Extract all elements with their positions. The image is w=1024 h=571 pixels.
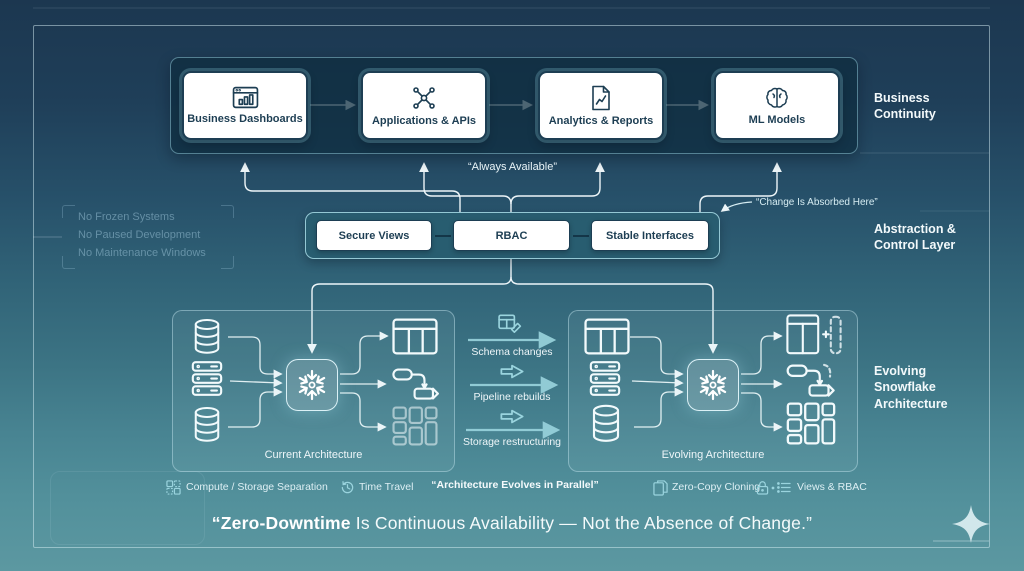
- zero-copy-icon: [653, 480, 668, 496]
- chip-rbac: RBAC: [453, 220, 570, 251]
- node-business-dashboards: Business Dashboards: [182, 71, 308, 140]
- chip-connector: [434, 234, 451, 237]
- node-label: Applications & APIs: [371, 114, 477, 127]
- bracket-corner: [221, 256, 234, 269]
- section-label-evolving-architecture: Evolving Snowflake Architecture: [874, 364, 948, 411]
- database-icon: [592, 404, 620, 442]
- network-icon: [413, 86, 435, 109]
- transition-label: Storage restructuring: [462, 436, 562, 448]
- pipeline-icon: [392, 368, 439, 400]
- evolving-architecture-label: Evolving Architecture: [661, 449, 765, 461]
- brain-icon: [766, 87, 788, 108]
- feature-label: Time Travel: [359, 481, 414, 493]
- transition-label: Pipeline rebuilds: [473, 391, 551, 403]
- parallel-caption: “Architecture Evolves in Parallel”: [431, 479, 599, 491]
- node-applications-apis: Applications & APIs: [361, 71, 487, 140]
- feature-label: Zero-Copy Cloning: [672, 481, 761, 493]
- always-available-caption: “Always Available”: [467, 161, 558, 173]
- lock-icon: [756, 481, 769, 495]
- compute-storage-icon: [166, 480, 181, 495]
- node-label: Analytics & Reports: [548, 114, 654, 127]
- constraint-item: No Maintenance Windows: [78, 246, 206, 259]
- snowflake-node-current: [286, 359, 338, 411]
- table-add-column-icon: [786, 314, 842, 355]
- control-layer-band: Secure Views RBAC Stable Interfaces: [305, 212, 720, 259]
- table-icon: [392, 318, 438, 355]
- outer-frame: [33, 25, 990, 548]
- snowflake-icon: [298, 369, 326, 401]
- database-icon: [194, 407, 220, 442]
- constraints-panel: No Frozen Systems No Paused Development …: [62, 205, 234, 269]
- node-label: ML Models: [748, 113, 806, 126]
- snowflake-node-evolving: [687, 359, 739, 411]
- constraint-item: No Paused Development: [78, 228, 201, 241]
- database-icon: [194, 319, 220, 354]
- node-ml-models: ML Models: [714, 71, 840, 140]
- current-architecture-label: Current Architecture: [264, 449, 363, 461]
- report-icon: [592, 85, 610, 110]
- fast-forward-icon: [500, 409, 524, 424]
- node-analytics-reports: Analytics & Reports: [538, 71, 664, 140]
- dot-separator-icon: [771, 486, 775, 490]
- section-label-business-continuity: Business Continuity: [874, 91, 936, 122]
- bracket-corner: [221, 205, 234, 218]
- dashboard-icon: [232, 86, 258, 109]
- sparkle-icon: [952, 505, 990, 543]
- bottom-quote: “Zero-Downtime Is Continuous Availabilit…: [100, 513, 924, 534]
- change-absorbed-annotation: “Change Is Absorbed Here”: [756, 197, 878, 208]
- table-icon: [584, 318, 630, 355]
- list-icon: [777, 482, 791, 493]
- bracket-corner: [62, 205, 75, 218]
- feature-label: Compute / Storage Separation: [186, 481, 328, 493]
- time-travel-icon: [341, 481, 354, 494]
- feature-label: Views & RBAC: [797, 481, 867, 493]
- node-label: Business Dashboards: [187, 113, 303, 125]
- ghost-rect: [50, 471, 205, 545]
- bracket-corner: [62, 256, 75, 269]
- pipeline-rebuild-icon: [786, 363, 835, 397]
- server-icon: [589, 361, 621, 396]
- quote-emphasis: “Zero-Downtime: [211, 513, 351, 533]
- chip-stable-interfaces: Stable Interfaces: [591, 220, 709, 251]
- fast-forward-icon: [500, 364, 524, 379]
- partition-grid-icon: [786, 402, 836, 445]
- constraint-item: No Frozen Systems: [78, 211, 175, 223]
- server-icon: [191, 361, 223, 396]
- transition-label: Schema changes: [471, 346, 553, 358]
- quote-rest: Is Continuous Availability — Not the Abs…: [350, 513, 813, 533]
- chip-connector: [572, 234, 589, 237]
- chip-secure-views: Secure Views: [316, 220, 432, 251]
- section-label-abstraction-control: Abstraction & Control Layer: [874, 222, 956, 253]
- snowflake-icon: [699, 369, 727, 401]
- schema-edit-icon: [498, 314, 522, 333]
- partition-grid-icon: [392, 406, 438, 446]
